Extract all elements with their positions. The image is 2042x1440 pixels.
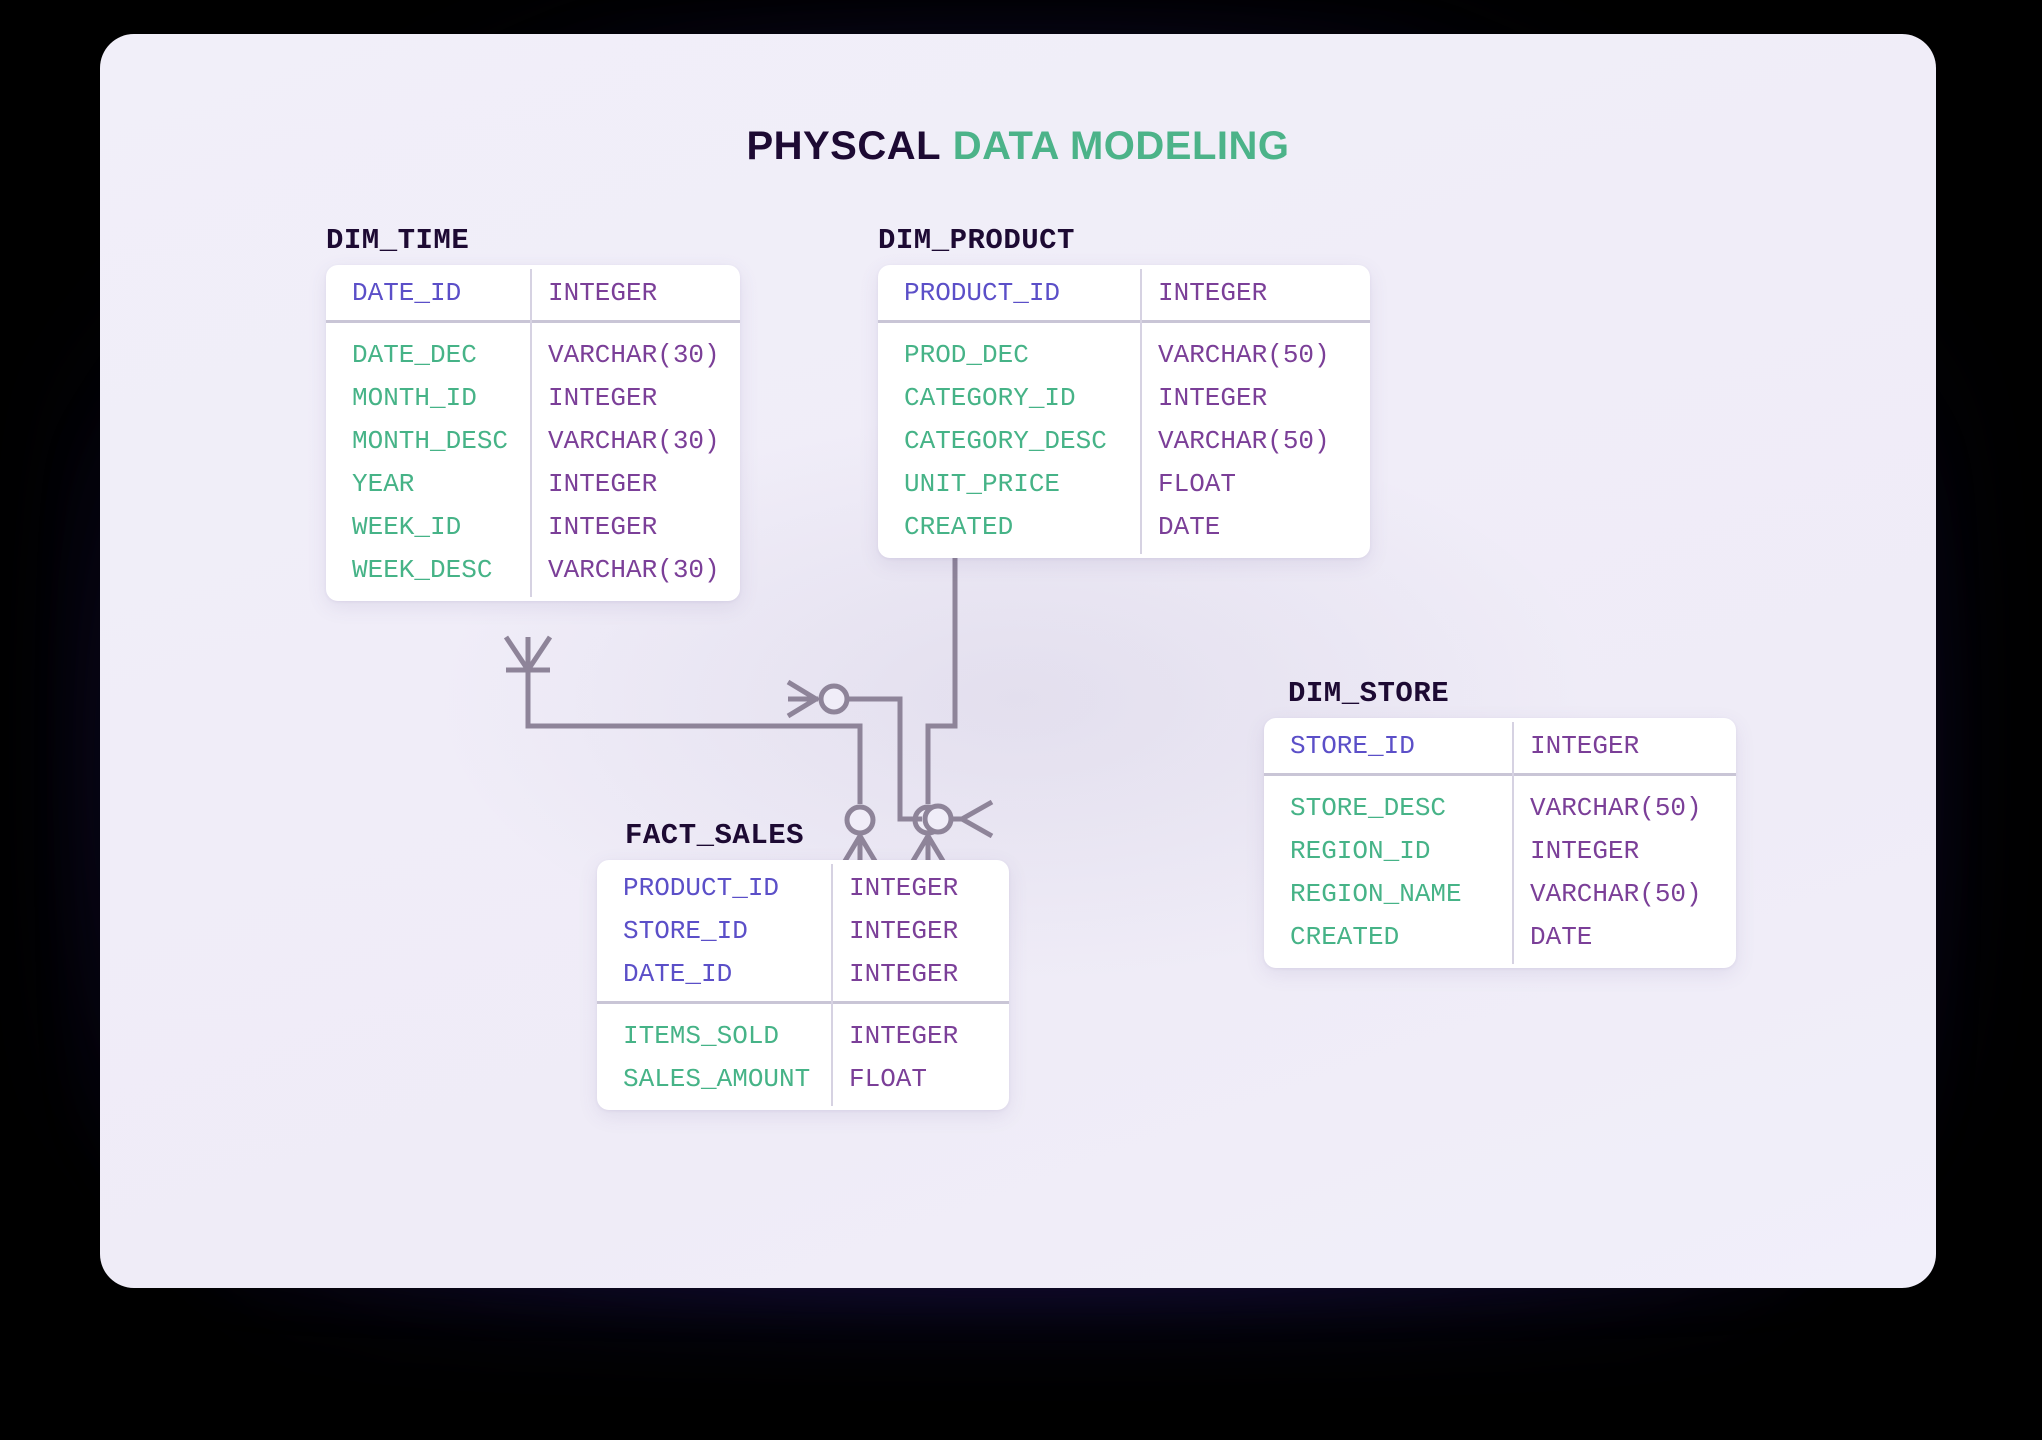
column-name: DATE_ID (352, 277, 462, 308)
column-type: VARCHAR(50) (1158, 425, 1330, 456)
column-type: VARCHAR(30) (548, 425, 720, 456)
entity-fact-sales[interactable]: FACT_SALES PRODUCT_ID INTEGER STORE_ID I… (597, 819, 1009, 1110)
entity-title-dim-product: DIM_PRODUCT (878, 224, 1075, 257)
column-type: INTEGER (1530, 730, 1640, 761)
table-row[interactable]: WEEK_ID INTEGER (326, 505, 740, 548)
table-row[interactable]: ITEMS_SOLD INTEGER (597, 1014, 1009, 1057)
table-row[interactable]: WEEK_DESC VARCHAR(30) (326, 548, 740, 591)
page-title-part-dark: PHYSCAL (746, 124, 942, 168)
entity-dim-product[interactable]: DIM_PRODUCT PRODUCT_ID INTEGER PROD_DEC … (878, 224, 1370, 558)
entity-card-dim-time: DATE_ID INTEGER DATE_DEC VARCHAR(30) MON… (326, 265, 740, 601)
column-name: WEEK_DESC (352, 554, 493, 585)
column-divider (530, 269, 532, 597)
column-name: DATE_ID (623, 958, 733, 989)
column-type: DATE (1530, 921, 1593, 952)
column-name: CREATED (904, 511, 1014, 542)
column-type: VARCHAR(30) (548, 554, 720, 585)
table-row[interactable]: UNIT_PRICE FLOAT (878, 462, 1370, 505)
column-name: STORE_ID (623, 915, 748, 946)
column-name: CREATED (1290, 921, 1400, 952)
column-type: INTEGER (548, 382, 658, 413)
column-type: INTEGER (548, 468, 658, 499)
column-name: CATEGORY_ID (904, 382, 1076, 413)
page-title-part-green: DATA MODELING (952, 124, 1290, 168)
table-row[interactable]: REGION_NAME VARCHAR(50) (1264, 872, 1736, 915)
column-name: STORE_DESC (1290, 792, 1447, 823)
column-type: INTEGER (548, 277, 658, 308)
entity-title-dim-store: DIM_STORE (1288, 677, 1450, 710)
column-type: VARCHAR(50) (1158, 339, 1330, 370)
column-name: PRODUCT_ID (623, 872, 780, 903)
column-name: PROD_DEC (904, 339, 1029, 370)
column-divider (831, 864, 833, 1106)
column-type: INTEGER (1530, 835, 1640, 866)
relationship-connectors (100, 34, 1936, 1288)
column-type: DATE (1158, 511, 1221, 542)
column-type: INTEGER (849, 915, 959, 946)
column-type: INTEGER (849, 872, 959, 903)
table-row[interactable]: DATE_ID INTEGER (597, 952, 1009, 995)
column-name: CATEGORY_DESC (904, 425, 1107, 456)
column-type: FLOAT (1158, 468, 1237, 499)
table-row[interactable]: PRODUCT_ID INTEGER (878, 271, 1370, 314)
column-name: UNIT_PRICE (904, 468, 1061, 499)
column-name: WEEK_ID (352, 511, 462, 542)
table-row[interactable]: STORE_ID INTEGER (1264, 724, 1736, 767)
entity-card-fact-sales: PRODUCT_ID INTEGER STORE_ID INTEGER DATE… (597, 860, 1009, 1110)
column-divider (1140, 269, 1142, 554)
diagram-canvas: PHYSCAL DATA MODELING // first span need… (100, 34, 1936, 1288)
column-type: FLOAT (849, 1063, 928, 1094)
table-row[interactable]: REGION_ID INTEGER (1264, 829, 1736, 872)
column-type: INTEGER (1158, 277, 1268, 308)
entity-card-dim-store: STORE_ID INTEGER STORE_DESC VARCHAR(50) … (1264, 718, 1736, 968)
table-row[interactable]: STORE_ID INTEGER (597, 909, 1009, 952)
entity-card-dim-product: PRODUCT_ID INTEGER PROD_DEC VARCHAR(50) … (878, 265, 1370, 558)
attribute-section: PROD_DEC VARCHAR(50) CATEGORY_ID INTEGER… (878, 320, 1370, 548)
column-divider (1512, 722, 1514, 964)
column-name: REGION_ID (1290, 835, 1431, 866)
column-name: MONTH_DESC (352, 425, 509, 456)
column-name: SALES_AMOUNT (623, 1063, 811, 1094)
column-name: DATE_DEC (352, 339, 477, 370)
column-name: PRODUCT_ID (904, 277, 1061, 308)
key-section: STORE_ID INTEGER (1264, 724, 1736, 767)
table-row[interactable]: YEAR INTEGER (326, 462, 740, 505)
key-section: PRODUCT_ID INTEGER (878, 271, 1370, 314)
table-row[interactable]: MONTH_ID INTEGER (326, 376, 740, 419)
column-type: INTEGER (849, 1020, 959, 1051)
column-name: ITEMS_SOLD (623, 1020, 780, 1051)
column-name: REGION_NAME (1290, 878, 1462, 909)
table-row[interactable]: CATEGORY_DESC VARCHAR(50) (878, 419, 1370, 462)
column-type: VARCHAR(50) (1530, 878, 1702, 909)
table-row[interactable]: PRODUCT_ID INTEGER (597, 866, 1009, 909)
table-row[interactable]: STORE_DESC VARCHAR(50) (1264, 786, 1736, 829)
table-row[interactable]: DATE_DEC VARCHAR(30) (326, 333, 740, 376)
column-type: VARCHAR(50) (1530, 792, 1702, 823)
column-type: INTEGER (849, 958, 959, 989)
table-row[interactable]: CATEGORY_ID INTEGER (878, 376, 1370, 419)
page-title: PHYSCAL DATA MODELING (100, 124, 1936, 169)
table-row[interactable]: MONTH_DESC VARCHAR(30) (326, 419, 740, 462)
column-type: INTEGER (1158, 382, 1268, 413)
column-type: VARCHAR(30) (548, 339, 720, 370)
key-section: DATE_ID INTEGER (326, 271, 740, 314)
table-row[interactable]: CREATED DATE (1264, 915, 1736, 958)
entity-title-dim-time: DIM_TIME (326, 224, 470, 257)
table-row[interactable]: PROD_DEC VARCHAR(50) (878, 333, 1370, 376)
key-section: PRODUCT_ID INTEGER STORE_ID INTEGER DATE… (597, 866, 1009, 995)
attribute-section: STORE_DESC VARCHAR(50) REGION_ID INTEGER… (1264, 773, 1736, 958)
entity-title-fact-sales: FACT_SALES (625, 819, 805, 852)
attribute-section: DATE_DEC VARCHAR(30) MONTH_ID INTEGER MO… (326, 320, 740, 591)
entity-dim-store[interactable]: DIM_STORE STORE_ID INTEGER STORE_DESC VA… (1264, 677, 1736, 968)
column-name: MONTH_ID (352, 382, 477, 413)
column-name: STORE_ID (1290, 730, 1415, 761)
relationship-fact-sales-dim-store (788, 682, 992, 836)
column-type: INTEGER (548, 511, 658, 542)
table-row[interactable]: CREATED DATE (878, 505, 1370, 548)
table-row[interactable]: SALES_AMOUNT FLOAT (597, 1057, 1009, 1100)
table-row[interactable]: DATE_ID INTEGER (326, 271, 740, 314)
attribute-section: ITEMS_SOLD INTEGER SALES_AMOUNT FLOAT (597, 1001, 1009, 1100)
entity-dim-time[interactable]: DIM_TIME DATE_ID INTEGER DATE_DEC VARCHA… (326, 224, 740, 601)
column-name: YEAR (352, 468, 415, 499)
